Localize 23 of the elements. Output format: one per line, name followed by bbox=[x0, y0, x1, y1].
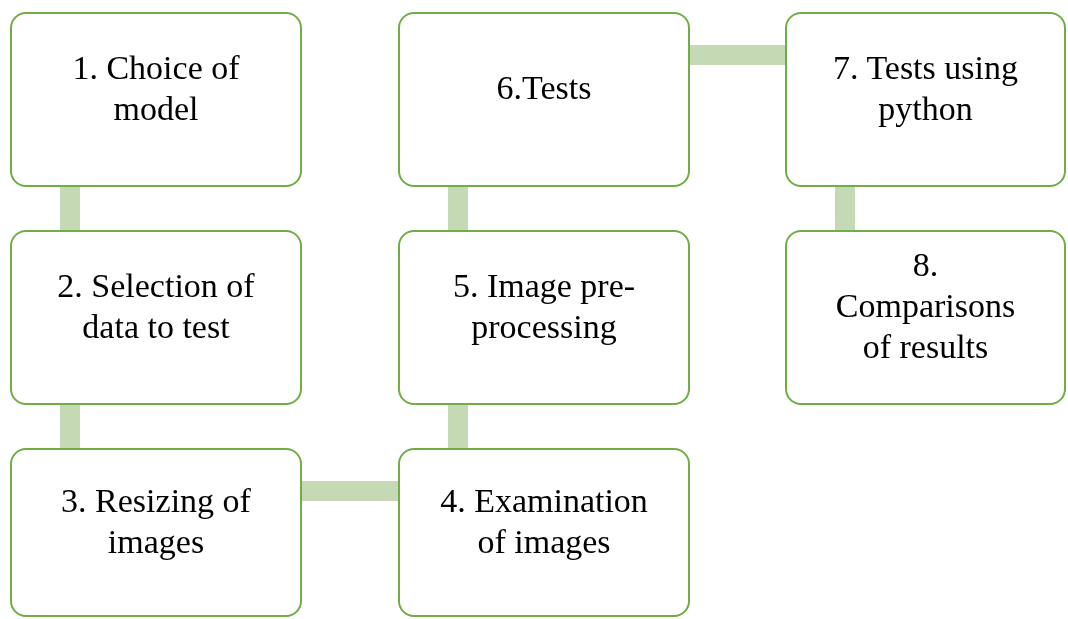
process-box bbox=[10, 12, 302, 187]
connector-bar bbox=[60, 187, 80, 230]
step-label: 4. Examination of images bbox=[440, 480, 648, 562]
process-box bbox=[398, 448, 690, 617]
step-label: 8. Comparisons of results bbox=[834, 245, 1017, 367]
process-box bbox=[785, 230, 1066, 405]
connector-bar bbox=[448, 187, 468, 230]
process-box bbox=[10, 230, 302, 405]
step-label: 7. Tests using python bbox=[832, 47, 1019, 129]
process-box bbox=[785, 12, 1066, 187]
step-label: 6.Tests bbox=[496, 68, 592, 108]
connector-bar bbox=[60, 405, 80, 448]
step-label: 5. Image pre-processing bbox=[451, 265, 637, 347]
step-label: 2. Selection of data to test bbox=[56, 265, 256, 347]
connector-bar bbox=[302, 481, 398, 501]
process-box bbox=[398, 230, 690, 405]
connector-bar bbox=[448, 405, 468, 448]
step-label: 1. Choice of model bbox=[71, 47, 241, 129]
process-box bbox=[10, 448, 302, 617]
connector-bar bbox=[835, 187, 855, 230]
step-label: 3. Resizing of images bbox=[60, 480, 252, 562]
connector-bar bbox=[690, 45, 785, 65]
process-box bbox=[398, 12, 690, 187]
